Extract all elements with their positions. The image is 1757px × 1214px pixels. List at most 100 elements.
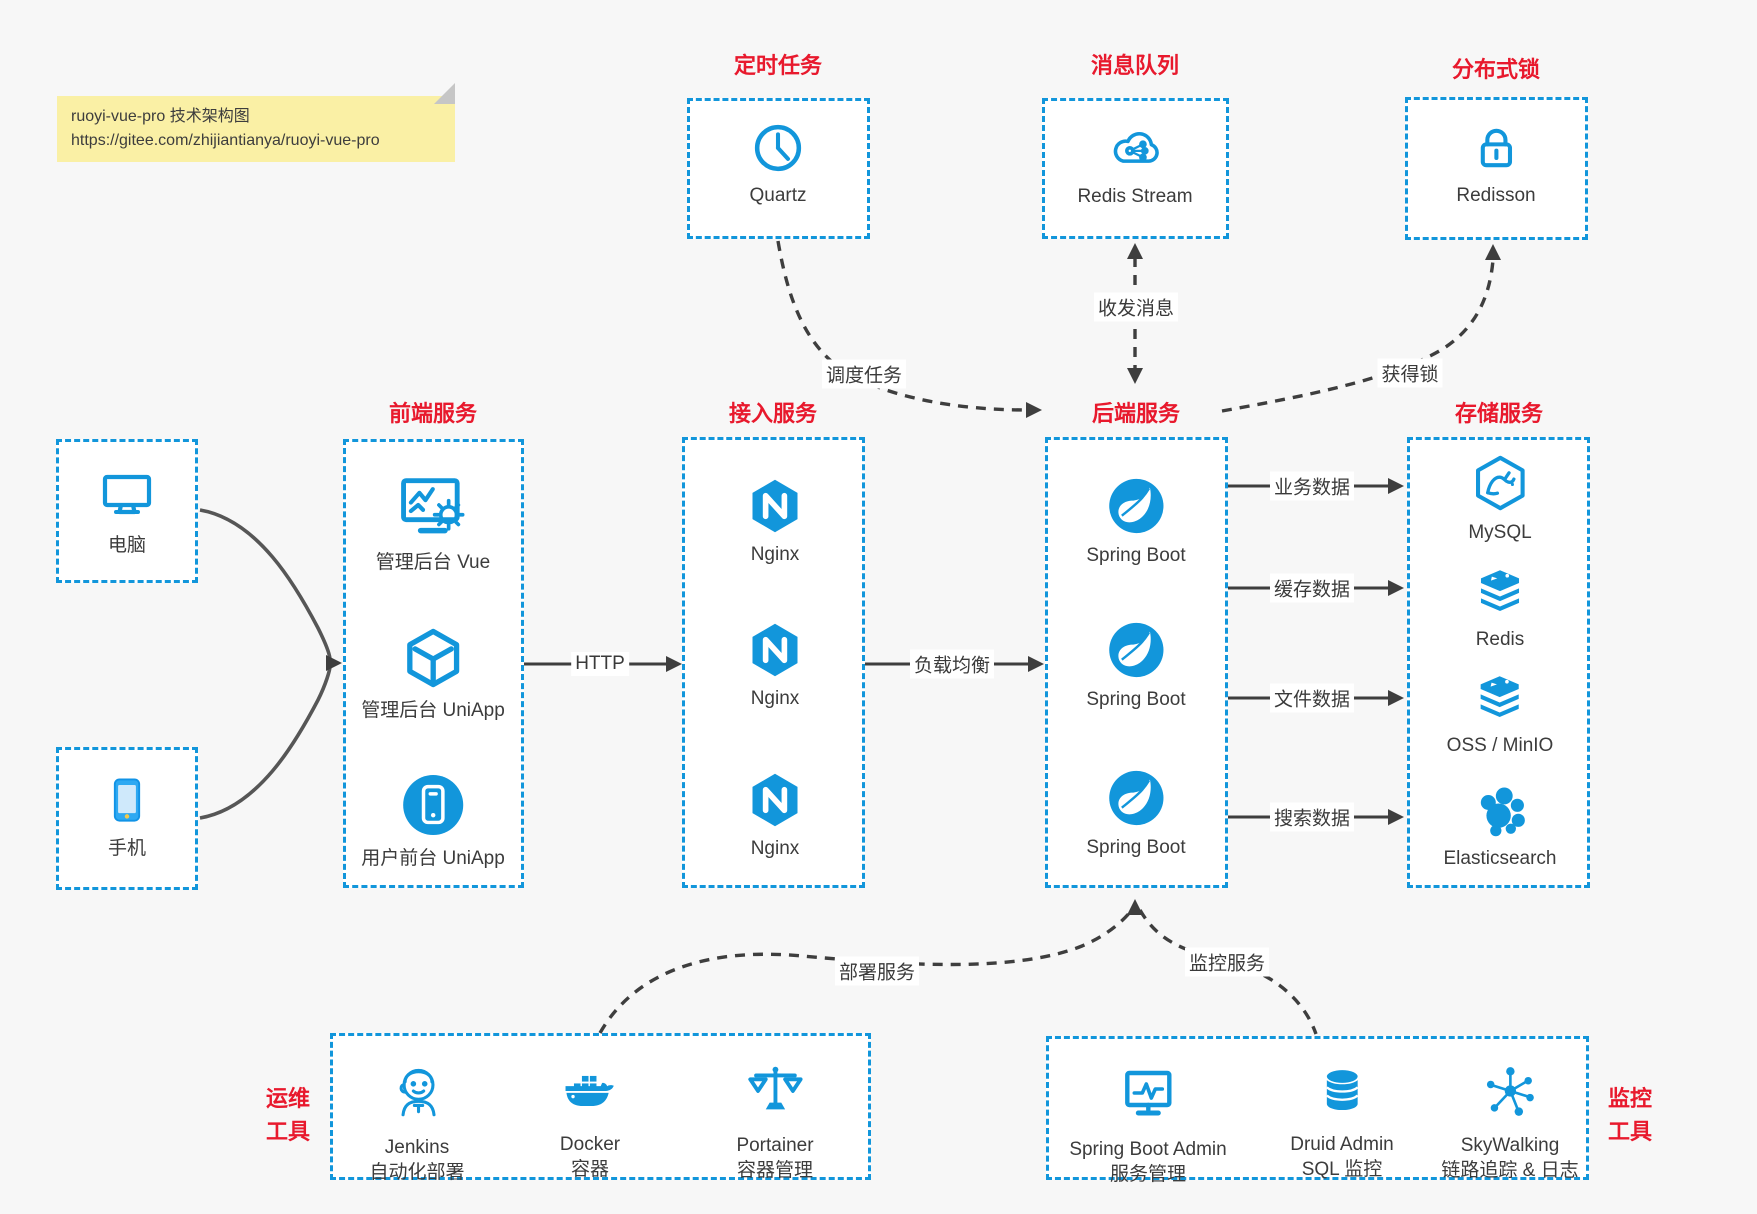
edge-label-lock: 获得锁 <box>1377 358 1443 388</box>
node-desc: 自动化部署 <box>369 1162 465 1183</box>
spring-icon <box>1105 767 1167 829</box>
edge-phone-to-frontend <box>199 665 332 820</box>
arrowhead <box>1388 809 1404 825</box>
node-label: Spring Boot <box>1086 545 1186 566</box>
arrowhead <box>1127 368 1143 384</box>
node-springboot-3: Spring Boot <box>1086 767 1186 860</box>
title-lock: 分布式锁 <box>1451 57 1541 82</box>
mysql-icon <box>1469 452 1531 514</box>
arrowhead <box>1388 580 1404 596</box>
arrowhead <box>1127 899 1143 915</box>
group-box-lock <box>1405 97 1588 240</box>
admin-screen-icon <box>394 466 472 544</box>
node-label: MySQL <box>1468 522 1532 543</box>
admin-monitor-icon <box>1116 1061 1180 1125</box>
group-box-phone <box>56 747 198 890</box>
node-springboot-1: Spring Boot <box>1086 475 1186 568</box>
title-frontend: 前端服务 <box>388 401 478 426</box>
node-druid-admin: Druid Admin SQL 监控 <box>1290 1062 1394 1182</box>
node-nginx-1: Nginx <box>745 476 805 567</box>
note-title: ruoyi-vue-pro 技术架构图 <box>71 108 250 125</box>
edge-lock-curve <box>1221 259 1495 413</box>
node-label: 管理后台 Vue <box>375 552 491 573</box>
sticky-note: ruoyi-vue-pro 技术架构图 https://gitee.com/zh… <box>57 83 455 162</box>
note-url: https://gitee.com/zhijiantianya/ruoyi-vu… <box>71 132 380 149</box>
title-ops: 运维 工具 <box>265 1086 311 1144</box>
arrowhead <box>1028 656 1044 672</box>
node-label: Redis <box>1475 629 1525 650</box>
redis-stack-icon <box>1471 563 1529 621</box>
node-label: Redisson <box>1456 185 1536 206</box>
spring-icon <box>1105 475 1167 537</box>
edge-label-schedule: 调度任务 <box>821 359 907 389</box>
clock-icon <box>749 119 807 177</box>
node-label: Spring Boot Admin <box>1069 1139 1227 1160</box>
node-label: Nginx <box>750 544 800 565</box>
node-label: Quartz <box>749 185 807 206</box>
group-box-monitoring <box>1046 1036 1589 1180</box>
title-gateway: 接入服务 <box>728 401 818 426</box>
note-fold-corner <box>434 83 455 104</box>
node-label: Nginx <box>750 688 800 709</box>
group-box-mq <box>1042 98 1229 239</box>
topology-icon <box>1480 1061 1540 1121</box>
node-redis: Redis <box>1471 563 1529 652</box>
title-mq: 消息队列 <box>1090 53 1180 78</box>
node-label: 管理后台 UniApp <box>361 700 505 721</box>
node-admin-uniapp: 管理后台 UniApp <box>361 624 505 723</box>
spring-icon <box>1105 619 1167 681</box>
edge-label-business-data: 业务数据 <box>1269 471 1355 501</box>
portainer-icon <box>744 1059 806 1121</box>
node-nginx-3: Nginx <box>745 770 805 861</box>
node-label: 手机 <box>107 838 146 859</box>
arrowhead <box>1026 402 1042 418</box>
node-phone: 手机 <box>97 770 157 861</box>
desktop-icon <box>95 463 159 527</box>
node-jenkins: Jenkins 自动化部署 <box>369 1057 465 1185</box>
node-admin-vue: 管理后台 Vue <box>376 466 490 575</box>
node-label: 用户前台 UniApp <box>361 848 505 869</box>
arrowhead <box>326 655 342 671</box>
edge-label-monitor: 监控服务 <box>1184 947 1270 977</box>
node-skywalking: SkyWalking 链路追踪 & 日志 <box>1441 1061 1579 1183</box>
arrowhead <box>666 656 682 672</box>
node-label: Elasticsearch <box>1443 848 1557 869</box>
docker-icon <box>560 1060 620 1120</box>
node-desc: 链路追踪 & 日志 <box>1441 1160 1579 1181</box>
node-quartz: Quartz <box>749 119 807 208</box>
node-desc: 容器 <box>570 1159 609 1180</box>
redis-stack-icon <box>1471 669 1529 727</box>
node-label: SkyWalking <box>1460 1135 1560 1156</box>
jenkins-icon <box>384 1057 450 1123</box>
title-storage: 存储服务 <box>1454 401 1544 426</box>
edge-label-file-data: 文件数据 <box>1269 683 1355 713</box>
node-desc: SQL 监控 <box>1301 1159 1383 1180</box>
node-label: Spring Boot <box>1086 689 1186 710</box>
node-label: Portainer <box>736 1135 814 1156</box>
node-label: Docker <box>559 1134 621 1155</box>
arrowhead <box>1485 244 1501 260</box>
node-springboot-2: Spring Boot <box>1086 619 1186 712</box>
node-label: Druid Admin <box>1290 1134 1394 1155</box>
arrowhead <box>1388 690 1404 706</box>
node-user-uniapp: 用户前台 UniApp <box>361 774 505 871</box>
edge-pc-to-frontend <box>199 508 332 661</box>
node-portainer: Portainer 容器管理 <box>736 1059 814 1183</box>
lock-icon <box>1467 119 1525 177</box>
cube-icon <box>399 624 467 692</box>
node-mysql: MySQL <box>1468 452 1532 545</box>
phone-circle-icon <box>402 774 464 836</box>
edge-label-deploy: 部署服务 <box>834 956 920 986</box>
elasticsearch-icon <box>1470 780 1530 840</box>
title-backend: 后端服务 <box>1091 401 1181 426</box>
edge-label-message: 收发消息 <box>1093 292 1179 322</box>
node-redisson: Redisson <box>1456 119 1536 208</box>
smartphone-icon <box>97 770 157 830</box>
node-redis-stream: Redis Stream <box>1077 118 1193 209</box>
edge-label-cache-data: 缓存数据 <box>1269 573 1355 603</box>
node-label: Jenkins <box>384 1137 450 1158</box>
title-scheduler: 定时任务 <box>733 53 823 78</box>
node-nginx-2: Nginx <box>745 620 805 711</box>
node-desc: 容器管理 <box>736 1160 814 1181</box>
